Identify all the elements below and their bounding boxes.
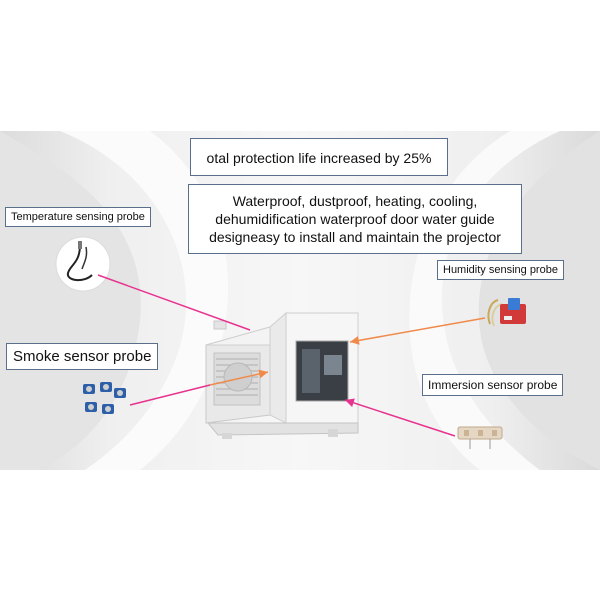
smoke-sensor-icon bbox=[83, 382, 126, 414]
headline-protection-life: otal protection life increased by 25% bbox=[190, 138, 448, 176]
humidity-probe-icon bbox=[487, 298, 526, 327]
feature-line-1: Waterproof, dustproof, heating, cooling, bbox=[232, 193, 478, 209]
projector-enclosure-image bbox=[205, 311, 359, 439]
label-smoke-probe: Smoke sensor probe bbox=[6, 343, 159, 370]
feature-line-3: designeasy to install and maintain the p… bbox=[209, 229, 501, 245]
headline-features: Waterproof, dustproof, heating, cooling,… bbox=[188, 184, 522, 254]
temperature-probe-icon bbox=[55, 236, 111, 292]
immersion-probe-icon bbox=[457, 426, 503, 449]
label-temperature-probe: Temperature sensing probe bbox=[5, 207, 151, 227]
label-immersion-probe: Immersion sensor probe bbox=[422, 374, 564, 396]
feature-line-2: dehumidification waterproof door water g… bbox=[215, 211, 495, 227]
label-humidity-probe: Humidity sensing probe bbox=[437, 260, 564, 280]
